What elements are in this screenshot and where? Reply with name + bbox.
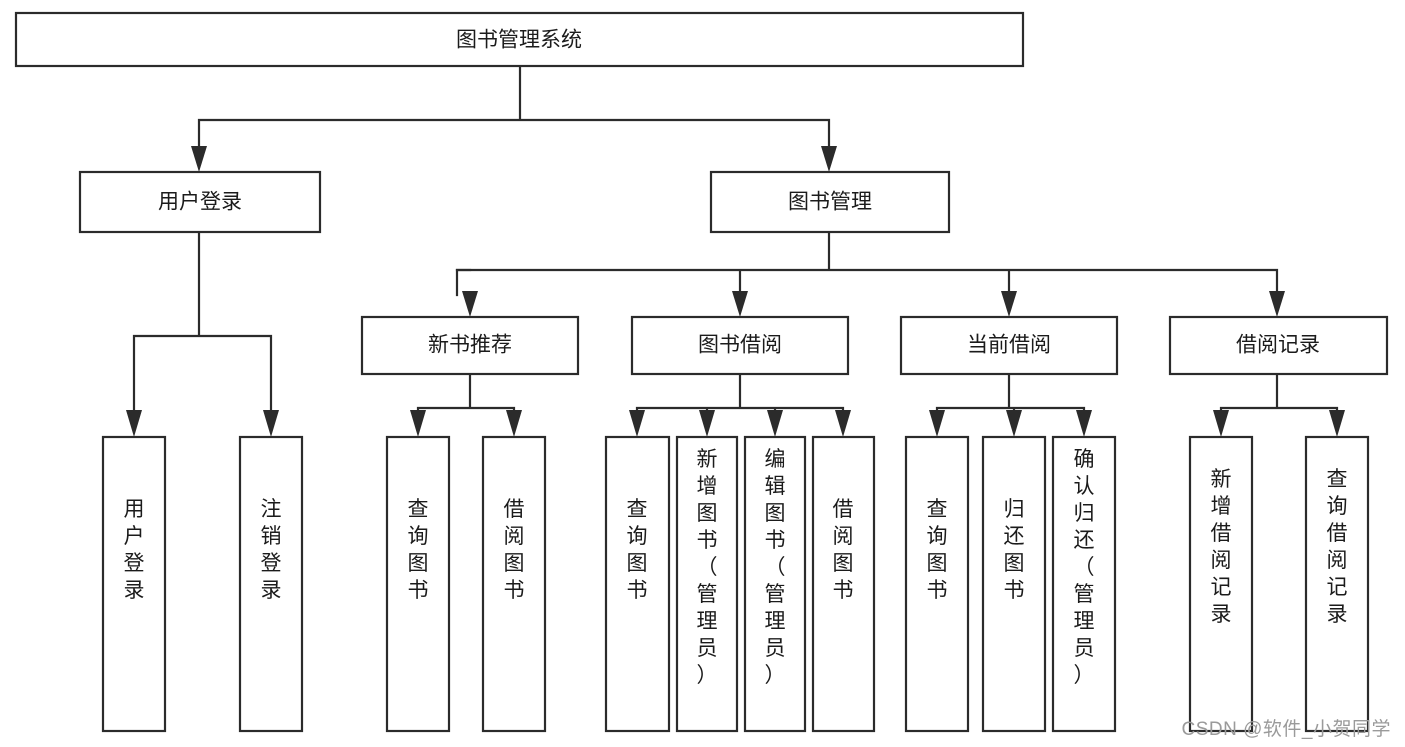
arrow-to-book-borrow xyxy=(732,291,748,317)
leaf-query-book-newbook[interactable]: 查询图书 xyxy=(385,435,451,733)
leaf-add-book-admin-label: 新增图书（管理员） xyxy=(697,448,718,687)
node-root[interactable]: 图书管理系统 xyxy=(14,11,1025,68)
leaf-add-borrow-record[interactable]: 新增借阅记录 xyxy=(1188,435,1254,733)
leaf-logout[interactable]: 注销登录 xyxy=(238,435,304,733)
leaf-return-book[interactable]: 归还图书 xyxy=(981,435,1047,733)
leaf-query-borrow-record-box[interactable] xyxy=(1304,435,1370,733)
node-current-borrow[interactable]: 当前借阅 xyxy=(899,315,1119,376)
leaf-add-book-admin[interactable]: 新增图书（管理员） xyxy=(675,435,739,733)
node-book-borrow-box[interactable] xyxy=(630,315,850,376)
node-book-borrow-label: 图书借阅 xyxy=(698,334,782,357)
connector-bookborrow-to-leaves xyxy=(635,372,845,416)
node-new-book-recommend-box[interactable] xyxy=(360,315,580,376)
leaf-add-book-admin-box[interactable] xyxy=(675,435,739,733)
leaf-user-login-box[interactable] xyxy=(101,435,167,733)
leaf-query-borrow-record-label: 查询借阅记录 xyxy=(1327,468,1348,626)
arrow-to-leaf-borrow-book-2 xyxy=(835,410,851,437)
leaf-confirm-return-admin-box[interactable] xyxy=(1051,435,1117,733)
leaf-borrow-book-newbook[interactable]: 借阅图书 xyxy=(481,435,547,733)
leaf-borrow-book-newbook-label: 借阅图书 xyxy=(504,498,525,602)
connector-borrowrecord-to-leaves xyxy=(1219,372,1339,416)
node-book-management-box[interactable] xyxy=(709,170,951,234)
node-book-management[interactable]: 图书管理 xyxy=(709,170,951,234)
leaf-confirm-return-admin[interactable]: 确认归还（管理员） xyxy=(1051,435,1117,733)
arrow-to-leaf-user-login xyxy=(126,410,142,437)
arrow-to-new-book-recommend xyxy=(462,291,478,317)
leaf-edit-book-admin-label: 编辑图书（管理员） xyxy=(765,448,786,687)
leaf-return-book-label: 归还图书 xyxy=(1004,498,1025,602)
connector-currentborrow-to-leaves xyxy=(935,372,1086,416)
arrow-to-leaf-query-book-3 xyxy=(929,410,945,437)
leaf-query-book-current[interactable]: 查询图书 xyxy=(904,435,970,733)
arrow-to-leaf-add-record xyxy=(1213,410,1229,437)
leaf-query-book-borrow[interactable]: 查询图书 xyxy=(604,435,671,733)
arrow-to-user-login xyxy=(191,146,207,172)
connector-layer xyxy=(126,64,1345,437)
arrow-to-borrow-record xyxy=(1269,291,1285,317)
leaf-borrow-book-borrow[interactable]: 借阅图书 xyxy=(811,435,876,733)
leaf-edit-book-admin[interactable]: 编辑图书（管理员） xyxy=(743,435,807,733)
arrow-to-book-manage xyxy=(821,146,837,172)
arrow-to-leaf-borrow-book-1 xyxy=(506,410,522,437)
leaf-query-borrow-record[interactable]: 查询借阅记录 xyxy=(1304,435,1370,733)
arrow-to-leaf-logout xyxy=(263,410,279,437)
arrow-to-leaf-query-record xyxy=(1329,410,1345,437)
node-user-login[interactable]: 用户登录 xyxy=(78,170,322,234)
leaf-add-borrow-record-label: 新增借阅记录 xyxy=(1211,468,1232,626)
leaf-borrow-book-borrow-label: 借阅图书 xyxy=(833,498,854,602)
node-book-borrow[interactable]: 图书借阅 xyxy=(630,315,850,376)
node-current-borrow-box[interactable] xyxy=(899,315,1119,376)
leaf-query-book-newbook-box[interactable] xyxy=(385,435,451,733)
node-new-book-recommend-label: 新书推荐 xyxy=(428,334,512,357)
arrow-to-leaf-query-book-1 xyxy=(410,410,426,437)
leaf-logout-label: 注销登录 xyxy=(261,498,282,602)
node-borrow-record-label: 借阅记录 xyxy=(1236,334,1320,357)
leaf-confirm-return-admin-label: 确认归还（管理员） xyxy=(1074,448,1095,687)
node-borrow-record-box[interactable] xyxy=(1168,315,1389,376)
arrow-to-leaf-query-book-2 xyxy=(629,410,645,437)
arrow-to-leaf-edit-book xyxy=(767,410,783,437)
node-user-login-label: 用户登录 xyxy=(158,191,242,214)
connector-newbook-to-leaves xyxy=(416,372,516,416)
connector-userlogin-to-leaves xyxy=(132,230,273,414)
node-root-box[interactable] xyxy=(14,11,1025,68)
leaf-return-book-box[interactable] xyxy=(981,435,1047,733)
connector-bookmanage-to-level3 xyxy=(455,230,1279,297)
node-new-book-recommend[interactable]: 新书推荐 xyxy=(360,315,580,376)
arrow-to-current-borrow xyxy=(1001,291,1017,317)
leaf-query-book-borrow-label: 查询图书 xyxy=(627,498,648,602)
leaf-query-book-borrow-box[interactable] xyxy=(604,435,671,733)
arrow-to-leaf-return-book xyxy=(1006,410,1022,437)
leaf-logout-box[interactable] xyxy=(238,435,304,733)
leaf-query-book-current-box[interactable] xyxy=(904,435,970,733)
leaf-borrow-book-newbook-box[interactable] xyxy=(481,435,547,733)
arrow-to-leaf-add-book xyxy=(699,410,715,437)
arrow-to-leaf-confirm-return xyxy=(1076,410,1092,437)
leaf-query-book-newbook-label: 查询图书 xyxy=(408,498,429,602)
node-book-management-label: 图书管理 xyxy=(788,191,872,214)
leaf-user-login-label: 用户登录 xyxy=(124,498,145,602)
node-root-label: 图书管理系统 xyxy=(456,29,582,52)
node-borrow-record[interactable]: 借阅记录 xyxy=(1168,315,1389,376)
node-current-borrow-label: 当前借阅 xyxy=(967,334,1051,357)
leaf-edit-book-admin-box[interactable] xyxy=(743,435,807,733)
connector-root-to-level2 xyxy=(197,64,831,160)
leaf-borrow-book-borrow-box[interactable] xyxy=(811,435,876,733)
node-user-login-box[interactable] xyxy=(78,170,322,234)
leaf-user-login[interactable]: 用户登录 xyxy=(101,435,167,733)
leaf-add-borrow-record-box[interactable] xyxy=(1188,435,1254,733)
leaf-query-book-current-label: 查询图书 xyxy=(927,498,948,602)
